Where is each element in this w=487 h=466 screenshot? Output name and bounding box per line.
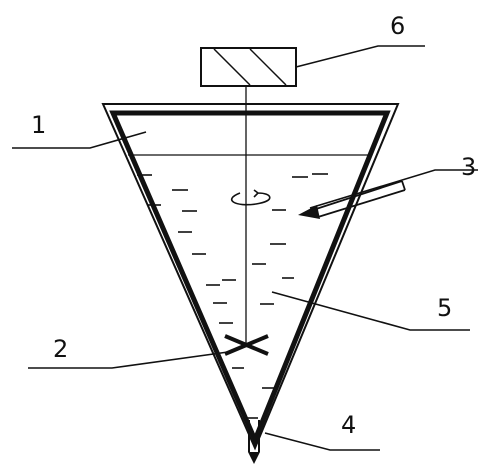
leader-5 bbox=[271, 291, 470, 331]
label-3: 3 bbox=[461, 153, 477, 181]
outlet-pipe bbox=[248, 420, 260, 464]
leader-lines bbox=[12, 45, 478, 451]
label-6: 6 bbox=[390, 12, 406, 40]
leader-6 bbox=[295, 45, 425, 68]
leader-1 bbox=[12, 131, 147, 149]
motor-hatch bbox=[213, 48, 251, 86]
label-4: 4 bbox=[341, 411, 357, 439]
label-5: 5 bbox=[437, 294, 453, 322]
inlet-pipe bbox=[298, 180, 406, 219]
stirrer-blade bbox=[224, 334, 269, 356]
leader-2 bbox=[28, 351, 229, 369]
motor-hatch bbox=[249, 48, 287, 86]
label-1: 1 bbox=[31, 111, 47, 139]
label-2: 2 bbox=[53, 335, 69, 363]
vessel-inner-wall bbox=[109, 110, 391, 447]
leader-4 bbox=[264, 432, 380, 451]
particles bbox=[137, 173, 328, 419]
leader-3 bbox=[309, 169, 478, 209]
vessel-outer-wall bbox=[101, 103, 400, 451]
rotation-arrow bbox=[231, 189, 271, 206]
